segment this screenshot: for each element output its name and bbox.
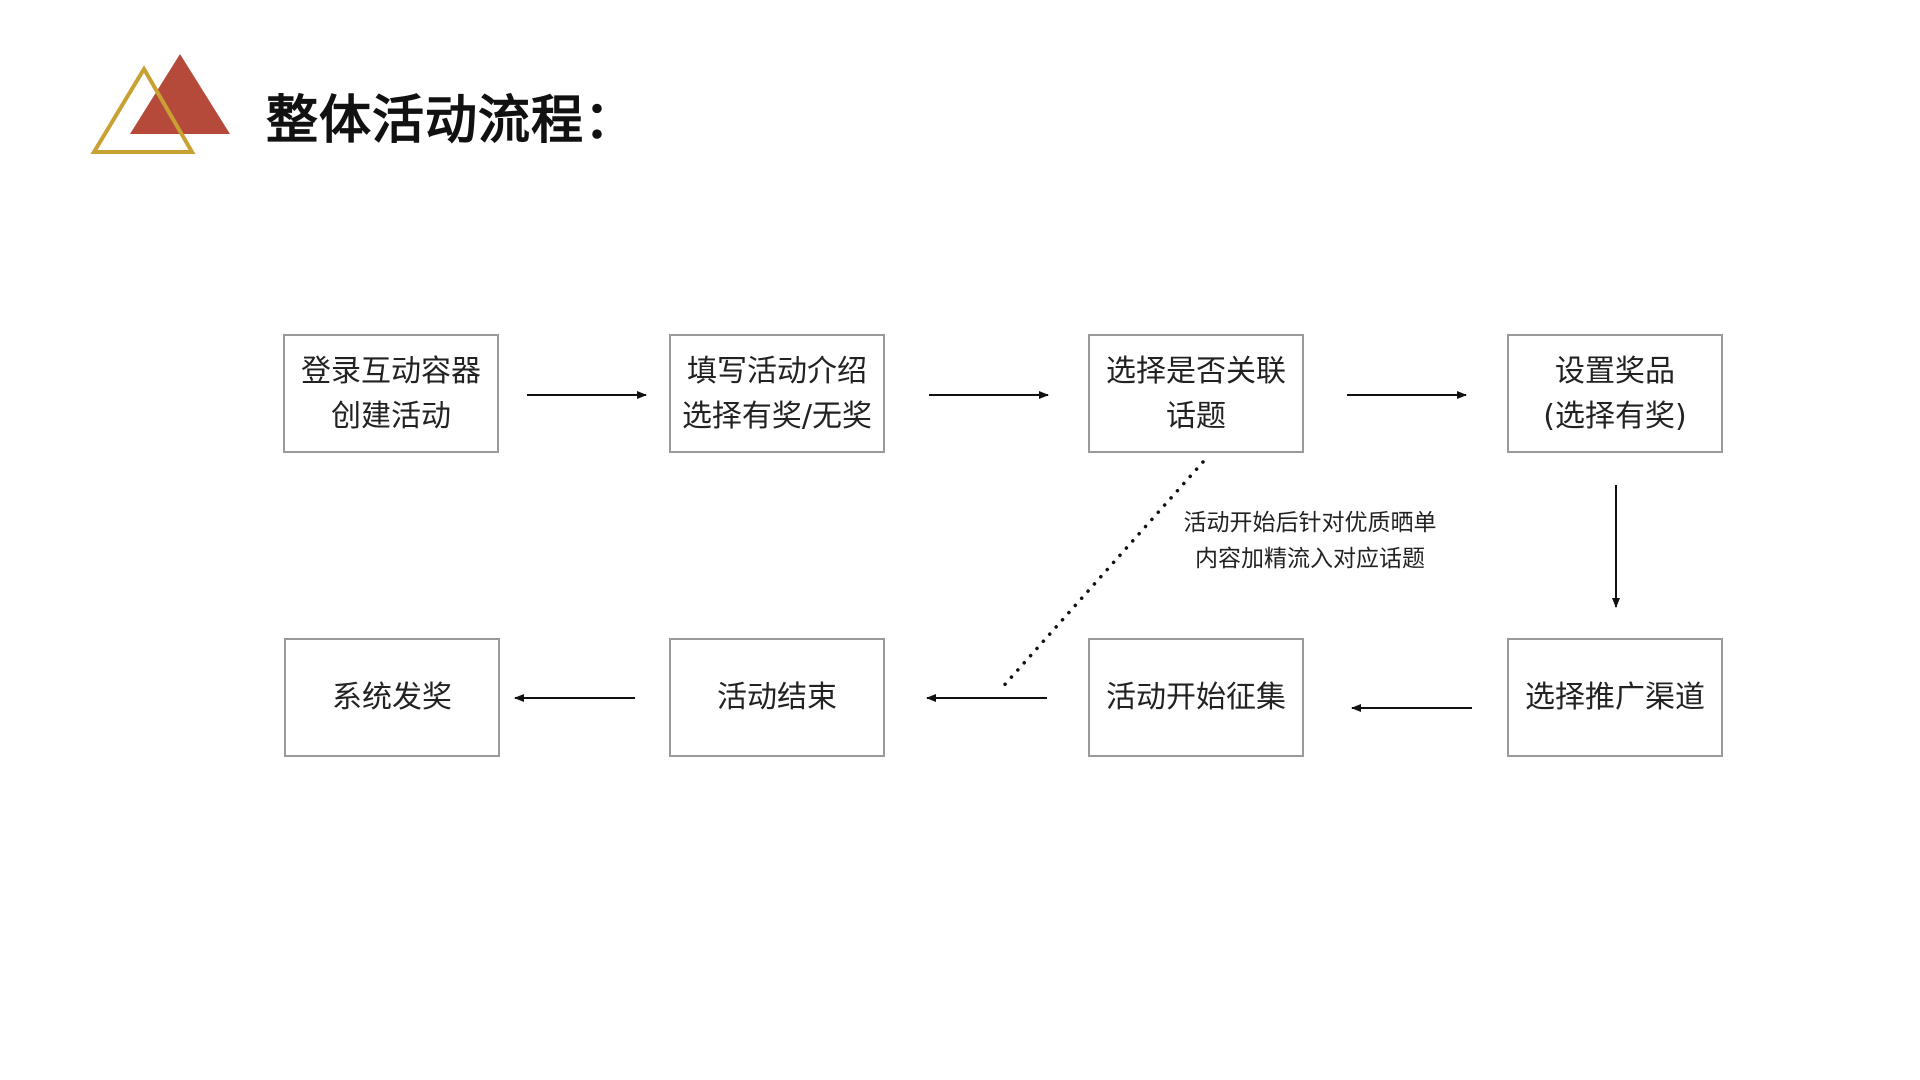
step-text-line: 创建活动 (331, 398, 451, 434)
page-title: 整体活动流程： (266, 91, 638, 151)
step-text-line: 活动开始征集 (1106, 680, 1286, 715)
flow-step-activity-end: 活动结束 (669, 638, 885, 757)
flow-step-link-topic: 选择是否关联 话题 (1088, 334, 1304, 453)
step-text-line: 选择推广渠道 (1525, 680, 1705, 715)
annotation-line: 活动开始后针对优质晒单 (1183, 510, 1437, 536)
flow-step-set-prize: 设置奖品 (选择有奖) (1507, 334, 1723, 453)
logo-red-triangle (130, 54, 230, 134)
annotation-line: 内容加精流入对应话题 (1195, 546, 1425, 572)
flow-step-fill-intro: 填写活动介绍 选择有奖/无奖 (669, 334, 885, 453)
triangle-logo-icon (90, 54, 230, 154)
dotted-connector-topic-to-end (998, 460, 1205, 692)
step-text-line: 活动结束 (717, 680, 837, 715)
flow-step-collection-start: 活动开始征集 (1088, 638, 1304, 757)
flow-step-login-create: 登录互动容器 创建活动 (283, 334, 499, 453)
flow-step-award-distribution: 系统发奖 (284, 638, 500, 757)
logo-gold-triangle-outline (90, 65, 196, 154)
step-text-line: 选择是否关联 (1106, 353, 1286, 389)
step-text-line: 系统发奖 (332, 680, 452, 715)
step-text-line: 登录互动容器 (301, 353, 481, 389)
step-text-line: (选择有奖) (1543, 398, 1687, 434)
dotted-connector-annotation: 活动开始后针对优质晒单 内容加精流入对应话题 (1160, 505, 1460, 577)
step-text-line: 设置奖品 (1555, 353, 1675, 389)
step-text-line: 话题 (1166, 398, 1226, 434)
flow-step-promotion-channel: 选择推广渠道 (1507, 638, 1723, 757)
step-text-line: 填写活动介绍 (687, 353, 867, 389)
step-text-line: 选择有奖/无奖 (681, 398, 873, 434)
